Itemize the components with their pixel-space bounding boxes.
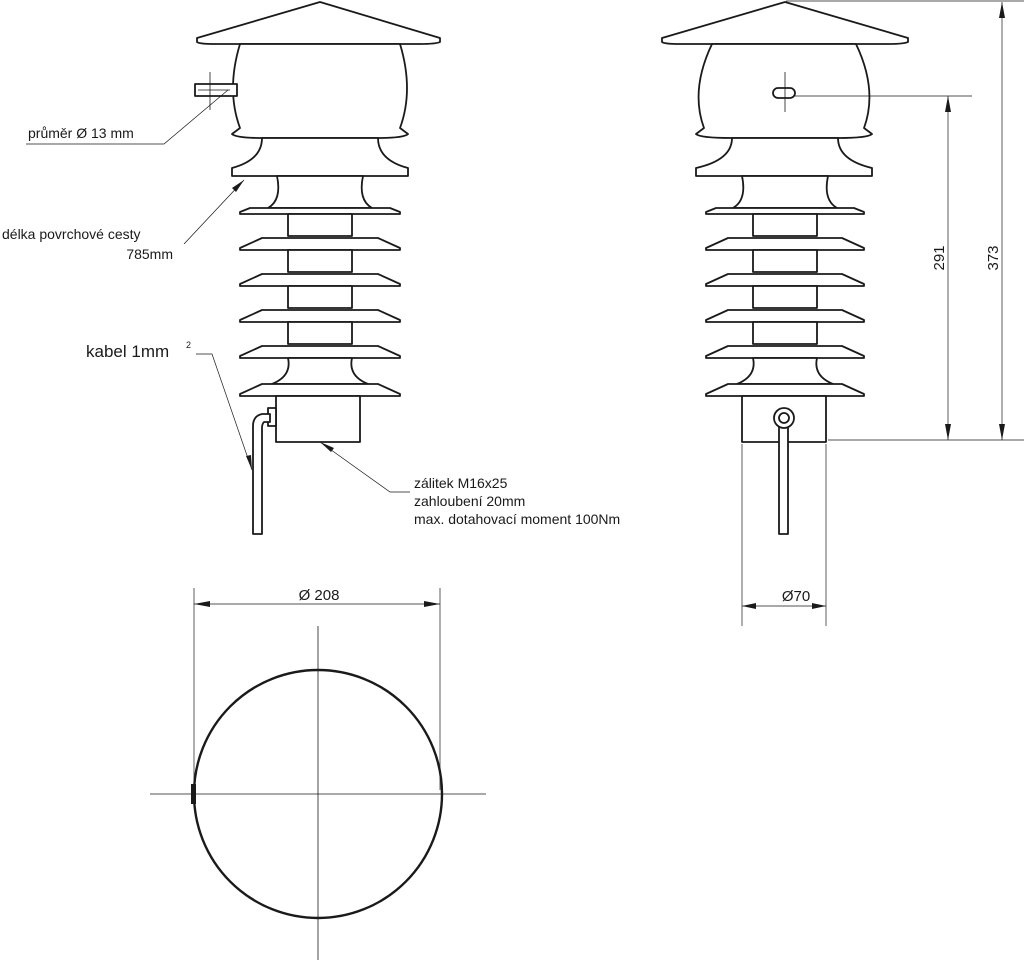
front-view-right (661, 1, 909, 535)
dim-text-base-diameter: Ø70 (782, 588, 810, 605)
sheds-left (239, 207, 401, 397)
dim-text-cap-diameter: Ø 208 (299, 587, 340, 604)
cap-left (196, 1, 441, 45)
dimension-hole-height (795, 95, 1024, 441)
top-view-rod (191, 784, 196, 804)
label-cable-superscript: 2 (186, 340, 191, 350)
label-hole-diameter: průměr Ø 13 mm (28, 125, 134, 141)
upper-skirt-left (231, 137, 409, 177)
dim-text-total-height: 373 (985, 245, 1002, 270)
upper-skirt-right (695, 137, 873, 177)
neck-right (732, 175, 838, 209)
dome-left (231, 43, 409, 139)
hole-slot-right (772, 87, 796, 99)
cable-right (778, 417, 789, 535)
label-creepage-2: 785mm (126, 246, 173, 262)
neck-left (267, 175, 373, 209)
label-thread-1: zálitek M16x25 (414, 475, 508, 491)
label-cable: kabel 1mm (86, 342, 169, 361)
dimension-base-diameter (741, 444, 827, 626)
top-view (150, 626, 486, 960)
label-thread-2: zahloubení 20mm (414, 493, 525, 509)
cable-left (252, 413, 271, 535)
label-thread-3: max. dotahovací moment 100Nm (414, 511, 620, 527)
base-left (275, 395, 361, 443)
label-creepage-1: délka povrchové cesty (2, 226, 141, 242)
leader-thread (319, 441, 410, 493)
leader-creepage (183, 179, 245, 245)
dimension-total-height (786, 0, 1024, 440)
leader-cable (196, 353, 253, 471)
leader-hole (26, 89, 229, 145)
dimension-cap-diameter (193, 588, 441, 790)
dim-text-hole-height: 291 (931, 245, 948, 270)
sheds-right (705, 207, 865, 397)
cap-right (661, 1, 909, 45)
side-view-left (194, 1, 441, 535)
